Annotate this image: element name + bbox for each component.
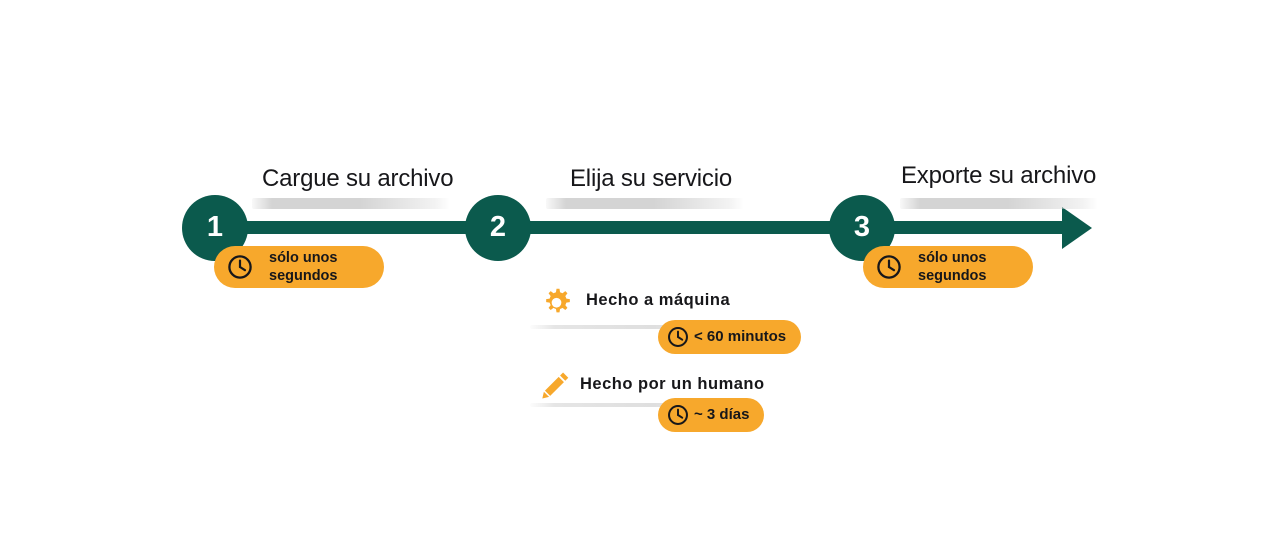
- service-label-human: Hecho por un humano: [580, 375, 765, 393]
- duration-badge-human-text: ~ 3 días: [694, 405, 750, 423]
- duration-badge-step-1-text: sólo unos segundos: [269, 249, 338, 284]
- timeline-arrow-head-icon: [1062, 207, 1092, 249]
- decorative-bar-step-2: [546, 198, 743, 209]
- step-number-1: 1: [206, 210, 224, 243]
- clock-icon: [228, 255, 252, 279]
- duration-badge-machine-text: < 60 minutos: [694, 327, 787, 345]
- step-title-1: Cargue su archivo: [262, 165, 454, 192]
- step-node-1[interactable]: 1: [182, 195, 248, 261]
- clock-icon: [668, 405, 688, 425]
- clock-icon: [877, 255, 901, 279]
- step-title-3: Exporte su archivo: [901, 162, 1097, 189]
- pencil-icon: [542, 372, 569, 399]
- timeline-axis: [200, 221, 1068, 234]
- duration-badge-step-1: sólo unos segundos: [214, 246, 384, 288]
- decorative-line-service-2: [530, 403, 736, 407]
- step-title-2: Elija su servicio: [570, 165, 732, 192]
- step-node-2[interactable]: 2: [465, 195, 531, 261]
- decorative-bar-step-3: [900, 198, 1097, 209]
- decorative-line-service-1: [530, 325, 736, 329]
- service-label-machine: Hecho a máquina: [586, 291, 731, 309]
- clock-icon: [668, 327, 688, 347]
- step-node-3[interactable]: 3: [829, 195, 895, 261]
- step-number-2: 2: [489, 210, 507, 243]
- duration-badge-human: ~ 3 días: [658, 398, 765, 432]
- duration-badge-step-3: sólo unos segundos: [863, 246, 1033, 288]
- duration-badge-step-3-text: sólo unos segundos: [918, 249, 987, 284]
- duration-badge-machine: < 60 minutos: [658, 320, 802, 354]
- gear-icon: [546, 288, 570, 313]
- decorative-bar-step-1: [252, 198, 449, 209]
- step-number-3: 3: [853, 210, 871, 243]
